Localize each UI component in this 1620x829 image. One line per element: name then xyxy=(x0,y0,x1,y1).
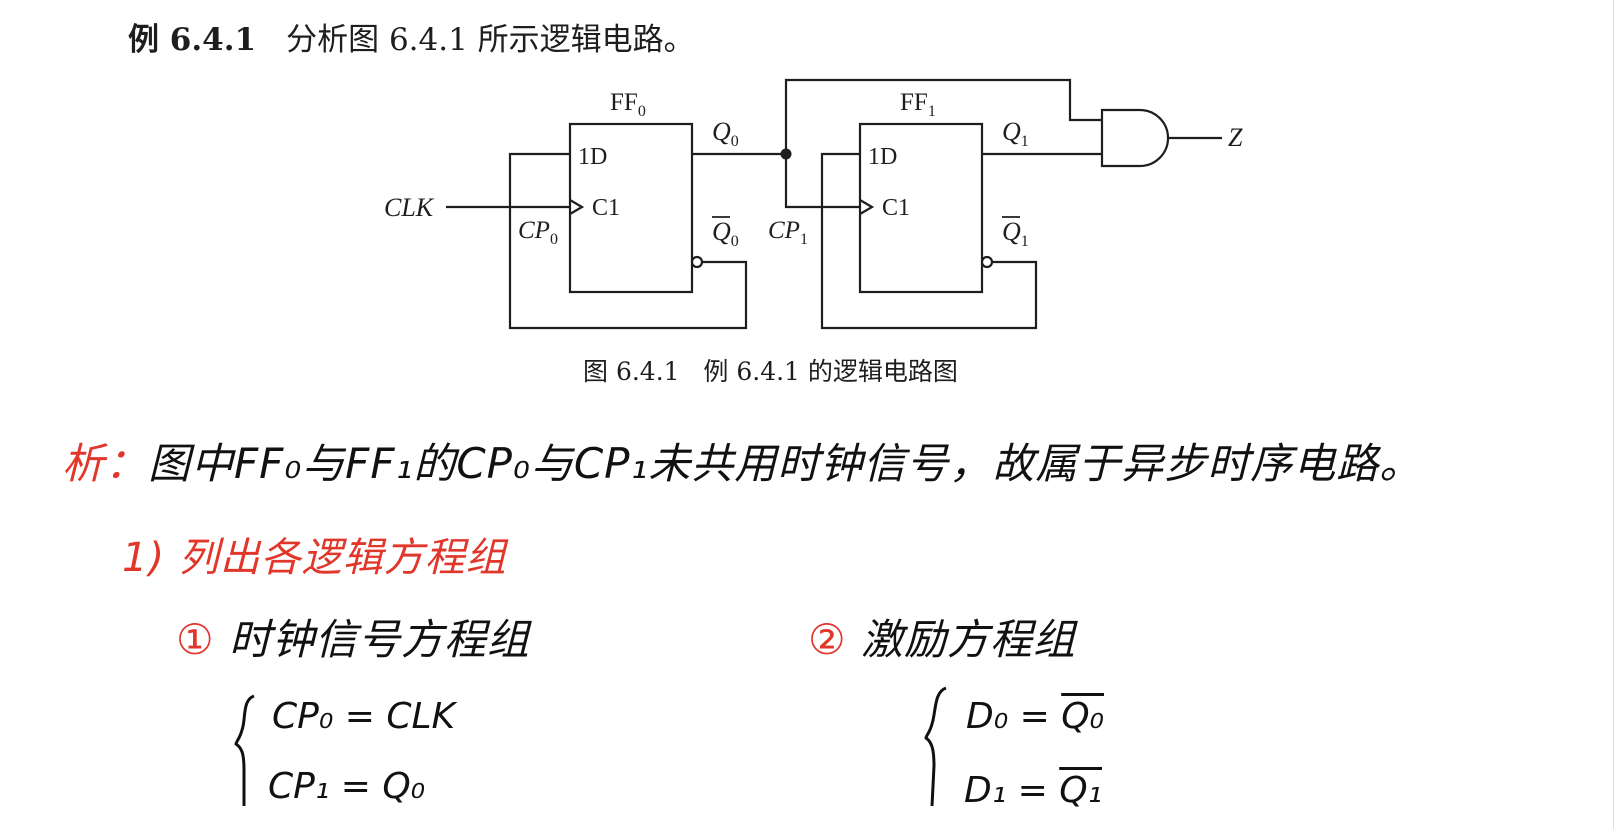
svg-text:Q0: Q0 xyxy=(712,117,739,150)
ff1-feedback-wire xyxy=(820,152,1038,330)
circle-2-marker: ② xyxy=(808,615,847,664)
q0-label-sub: 0 xyxy=(731,133,739,150)
logic-circuit-diagram: FF0 FF1 1D C1 1D C1 CLK CP0 CP1 Q0 Q0 Q1… xyxy=(384,78,1243,330)
q1bar-label: Q xyxy=(1002,217,1021,246)
q1-label-sub: 1 xyxy=(1021,133,1029,150)
eq-d0-lhs: D₀ = xyxy=(966,696,1050,737)
ff0-d-pin: 1D xyxy=(578,144,607,170)
clock-equations-title: 时钟信号方程组 xyxy=(229,615,531,664)
ff1-c-pin: C1 xyxy=(882,195,910,221)
ff1-d-pin: 1D xyxy=(868,144,897,170)
excitation-equations-title: 激励方程组 xyxy=(861,615,1077,664)
q0bar-label-sub: 0 xyxy=(731,233,739,250)
eq-d1-rhs: Q₁ xyxy=(1059,770,1102,811)
eq-d0: D₀ = Q₀ xyxy=(966,696,1104,737)
junction-dot xyxy=(780,148,792,160)
ff1-qbar-bubble xyxy=(980,255,994,269)
example-text: 分析图 6.4.1 所示逻辑电路。 xyxy=(286,22,695,58)
svg-text:CP1: CP1 xyxy=(768,217,808,248)
eq-cp1-lhs: CP₁ = xyxy=(268,766,371,807)
analysis-text: 图中FF₀与FF₁的CP₀与CP₁未共用时钟信号，故属于异步时序电路。 xyxy=(148,439,1423,488)
analysis-note: 析：图中FF₀与FF₁的CP₀与CP₁未共用时钟信号，故属于异步时序电路。 xyxy=(62,430,1422,491)
left-brace-icon xyxy=(234,694,255,806)
clk-label: CLK xyxy=(384,193,435,222)
caption-text: 例 6.4.1 的逻辑电路图 xyxy=(703,357,958,386)
example-heading: 例 6.4.1 分析图 6.4.1 所示逻辑电路。 xyxy=(128,14,695,59)
excitation-equations-heading: ② 激励方程组 xyxy=(808,606,1076,667)
eq-d1: D₁ = Q₁ xyxy=(964,770,1102,811)
cp1-label-sub: 1 xyxy=(800,231,808,248)
ff0-c-pin: C1 xyxy=(592,195,620,221)
eq-cp0: CP₀ = CLK xyxy=(272,696,455,737)
svg-text:FF0: FF0 xyxy=(610,89,646,120)
circle-1-marker: ① xyxy=(176,615,215,664)
step-1-heading: 1) 列出各逻辑方程组 xyxy=(122,535,507,581)
example-label: 例 6.4.1 xyxy=(128,22,257,58)
cp1-label: CP xyxy=(768,217,800,244)
eq-cp1: CP₁ = Q₀ xyxy=(268,766,425,807)
svg-text:Q1: Q1 xyxy=(1002,217,1029,250)
right-brace-icon xyxy=(924,686,947,807)
analysis-label: 析： xyxy=(62,439,149,488)
ff0-clock-triangle xyxy=(569,199,585,215)
and-gate xyxy=(1100,108,1170,168)
q1bar-label-sub: 1 xyxy=(1021,233,1029,250)
cp0-label: CP xyxy=(518,217,550,244)
eq-d1-lhs: D₁ = xyxy=(964,770,1048,811)
eq-cp1-rhs: Q₀ xyxy=(382,766,426,807)
svg-text:FF1: FF1 xyxy=(900,89,936,120)
ff1-title-sub: 1 xyxy=(928,103,936,120)
eq-cp0-rhs: CLK xyxy=(386,696,456,737)
q0bar-label: Q xyxy=(712,217,731,246)
z-label: Z xyxy=(1228,123,1243,152)
page-edge-divider xyxy=(1613,0,1614,829)
eq-cp0-lhs: CP₀ = xyxy=(272,696,375,737)
q0-label: Q xyxy=(712,117,731,146)
eq-d0-rhs: Q₀ xyxy=(1061,696,1104,737)
ff0-qbar-bubble xyxy=(690,255,704,269)
ff0-title: FF xyxy=(610,89,638,116)
svg-text:Q1: Q1 xyxy=(1002,117,1029,150)
svg-text:CP0: CP0 xyxy=(518,217,558,248)
ff1-clock-triangle xyxy=(859,199,875,215)
svg-text:Q0: Q0 xyxy=(712,217,739,250)
ff0-title-sub: 0 xyxy=(638,103,646,120)
q0-to-and-wire xyxy=(784,78,1102,154)
ff1-title: FF xyxy=(900,89,928,116)
ff0-feedback-wire xyxy=(508,152,748,330)
cp1-wire xyxy=(784,154,860,209)
cp0-label-sub: 0 xyxy=(550,231,558,248)
caption-fig: 图 6.4.1 xyxy=(583,357,680,386)
q1-label: Q xyxy=(1002,117,1021,146)
clock-equations-heading: ① 时钟信号方程组 xyxy=(176,606,530,667)
figure-caption: 图 6.4.1 例 6.4.1 的逻辑电路图 xyxy=(583,352,958,388)
